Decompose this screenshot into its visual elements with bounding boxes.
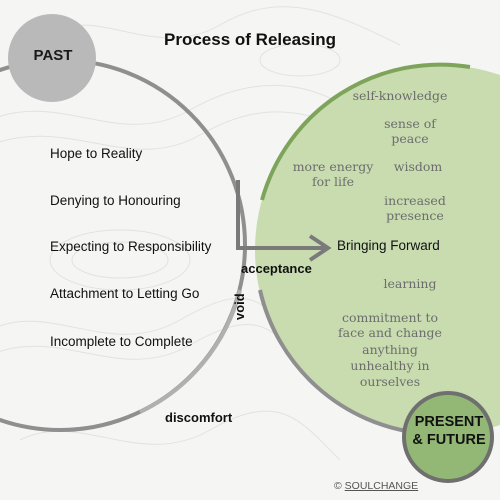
present-future-badge [402,391,494,483]
discomfort-label: discomfort [165,410,233,425]
present-lower-ring-arc [258,289,421,435]
benefit-commitment-line5: ourselves [359,374,421,389]
bringing-forward-label: Bringing Forward [337,238,440,253]
benefit-more-energy-line2: for life [311,174,355,189]
benefit-commitment-line2: face and change [338,325,442,340]
credit-brand-link[interactable]: SOULCHANGE [344,480,419,492]
benefit-self-knowledge: self-knowledge [352,88,448,103]
bringing-forward-arrow [236,180,325,250]
arrow-head [308,234,332,262]
past-item-expecting: Expecting to Responsibility [50,239,212,254]
benefit-increased-presence-line1: increased [384,193,446,208]
benefit-increased-presence-line2: presence [386,208,444,223]
present-future-circle [255,65,500,435]
present-future-label: PRESENT & FUTURE [404,413,494,449]
past-item-hope: Hope to Reality [50,146,143,161]
acceptance-label: acceptance [241,261,312,276]
benefit-sense-of-peace-line1: sense of [384,116,436,131]
present-label-line1: PRESENT [414,414,484,430]
past-item-attachment: Attachment to Letting Go [50,286,200,301]
present-label-line2: & FUTURE [412,432,486,448]
benefit-more-energy-line1: more energy [292,159,374,174]
benefit-commitment-line4: unhealthy in [350,358,430,373]
background-contours [0,6,401,461]
copyright-credit: © SOULCHANGE [334,480,418,492]
present-ring-arc [260,62,471,201]
benefit-sense-of-peace-line2: peace [391,131,429,146]
benefit-learning: learning [383,276,437,291]
past-badge [8,14,96,102]
benefit-commitment-line3: anything [362,342,418,357]
discomfort-ring-segment [139,289,242,414]
void-label: void [232,293,247,320]
diagram-title: Process of Releasing [164,30,336,49]
benefit-wisdom: wisdom [393,159,443,174]
past-item-incomplete: Incomplete to Complete [50,334,193,349]
benefit-commitment-line1: commitment to [341,310,439,325]
copyright-symbol: © [334,480,342,492]
past-item-denying: Denying to Honouring [50,193,181,208]
past-label: PAST [33,47,73,64]
